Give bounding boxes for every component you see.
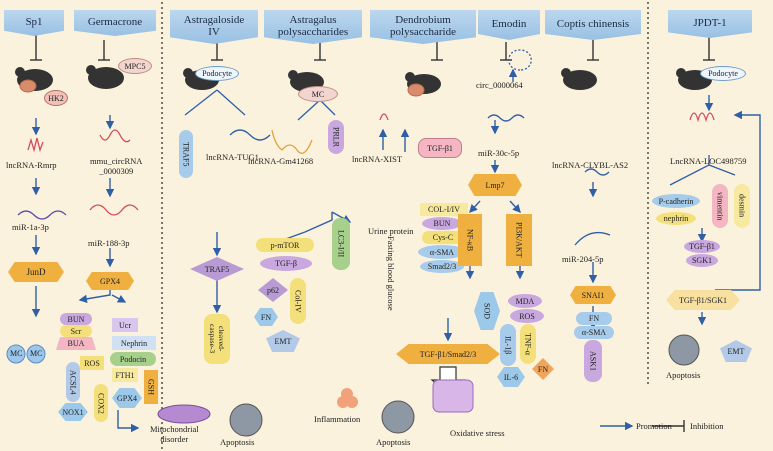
lc3-node: LC3-I/II: [332, 218, 350, 270]
alpha-sma-node-1: α-SMA: [418, 245, 466, 259]
tgf-sgk1-pathway-node: TGF-β1/SGK1: [666, 290, 740, 310]
mir-1a-label: miR-1a-3p: [12, 222, 49, 232]
bun-node-2: BUN: [422, 217, 462, 230]
lncrna-loc498759-label: LncRNA-LOC498759: [670, 156, 747, 166]
emt-node-1: EMT: [266, 330, 300, 352]
smad23-node: Smad2/3: [420, 260, 464, 273]
scr-node: Scr: [60, 325, 92, 337]
tgf-beta1-node-1: TGF-β1: [418, 138, 462, 158]
rna-icons: [17, 49, 715, 246]
vimentin-node: vimentin: [712, 184, 728, 228]
fn-node-2: FN: [532, 358, 554, 380]
oxidative-stress-label: Oxidative stress: [450, 428, 505, 438]
apoptosis-label-3: Apoptosis: [666, 370, 701, 380]
col-iv-node: Col-IV: [290, 278, 306, 324]
mc-node: MC: [298, 86, 338, 102]
acsl4-node: ACSL4: [66, 362, 80, 402]
apoptosis-label-1: Apoptosis: [220, 437, 255, 447]
mir-188-label: miR-188-3p: [88, 238, 130, 248]
mc-label-2: MC: [30, 349, 43, 358]
il-1b-node: IL-1β: [500, 324, 516, 366]
lncrna-tug1-label: lncRNA-TUG1: [206, 152, 259, 162]
nf-kb-node: NF-κB: [458, 214, 482, 266]
caspase3-node: cleaved- caspase-3: [204, 314, 230, 364]
header-jpdt: JPDT-1: [668, 10, 752, 38]
header-astragaloside: Astragaloside IV: [170, 10, 258, 44]
tgf-beta-node: TGF-β: [260, 256, 312, 271]
tnf-a-node: TNF-α: [520, 324, 536, 364]
il-6-node: IL-6: [497, 367, 525, 387]
gsh-node: GSH: [144, 370, 158, 404]
snai1-node: SNAI1: [570, 286, 616, 304]
tgf-beta1-node-2: TGF-β1: [684, 240, 720, 253]
fasting-glucose-label: Fasting blood glucose: [386, 236, 396, 311]
fn-node-1: FN: [254, 308, 278, 326]
ucr-node: Ucr: [112, 318, 138, 332]
mir-30c-label: miR-30c-5p: [478, 148, 520, 158]
podocyte-node-2: Podocyte: [700, 66, 746, 81]
inflammation-label: Inflammation: [314, 414, 361, 424]
header-astragalus-polysaccharides: Astragalus polysaccharides: [264, 10, 362, 44]
ask1-node: ASK1: [584, 340, 602, 382]
bun-node: BUN: [60, 313, 92, 325]
bua-node: BUA: [56, 337, 96, 350]
ros-node-2: ROS: [510, 309, 544, 323]
mpc5-node: MPC5: [118, 58, 152, 74]
emt-node-2: EMT: [720, 340, 752, 362]
legend-promotion: Promotion: [636, 421, 672, 431]
legend-inhibition: Inhibition: [690, 421, 724, 431]
cox2-node: COX2: [94, 384, 108, 422]
sgk1-node: SGK1: [686, 254, 718, 267]
mc-label-1: MC: [10, 349, 23, 358]
lncrna-gm41268-label: lncRNA-Gm41268: [248, 156, 314, 166]
nephrin-node: Nephrin: [112, 336, 156, 350]
ros-node: ROS: [80, 356, 104, 370]
nox1-node: NOX1: [58, 403, 88, 421]
cys-c-node: Cys-C: [422, 231, 464, 244]
circrna-label: mmu_circRNA _0000309: [90, 156, 143, 176]
lmp7-node: Lmp7: [468, 174, 522, 196]
gpx4-node: GPX4: [86, 272, 134, 290]
p-cadherin-node: P-cadherin: [652, 194, 700, 208]
traf5-vert: TRAF5: [179, 130, 193, 178]
lncrna-xist-label: lncRNA-XIST: [352, 154, 403, 164]
header-germacrone: Germacrone: [74, 10, 156, 36]
fn-node-3: FN: [576, 312, 612, 325]
lncrna-clybl-label: lncRNA-CLYBL-AS2: [552, 160, 629, 170]
fth1-node: FTH1: [112, 368, 138, 382]
mda-node: MDA: [508, 294, 542, 308]
header-dendrobium: Dendrobium polysaccharide: [370, 10, 476, 44]
tgf-smad-pathway-node: TGF-β1/Smad2/3: [396, 344, 500, 364]
hk2-node: HK2: [44, 90, 68, 106]
podocyte-node-1: Podocyte: [195, 66, 239, 81]
alpha-sma-node-2: α-SMA: [574, 326, 614, 339]
header-coptis: Coptis chinensis: [545, 10, 641, 40]
lncrna-rmrp-label: lncRNA-Rmrp: [6, 160, 57, 170]
header-emodin: Emodin: [478, 10, 540, 40]
header-sp1: Sp1: [4, 10, 64, 36]
urine-protein-label: Urine protein: [368, 226, 414, 236]
circ-0000064-label: circ_0000064: [476, 80, 523, 90]
desmin-node: desmin: [734, 184, 750, 228]
p-mtor-node: p-mTOR: [256, 238, 314, 252]
mir-204-label: miR-204-5p: [562, 254, 604, 264]
gpx4-hex: GPX4: [112, 388, 142, 408]
pi3k-akt-node: PI3K/AKT: [506, 214, 532, 266]
mitochondrial-disorder-label: Mitochondrial disorder: [150, 424, 199, 444]
cell-icons: [6, 334, 700, 437]
sod-node: SOD: [474, 292, 500, 330]
podocin-node: Podocin: [110, 352, 156, 366]
col-i-iv-node: COL-I/IV: [420, 203, 468, 216]
prlr-node: PRLR: [328, 120, 344, 154]
jund-node: JunD: [8, 262, 64, 282]
nephrin-node-2: nephrin: [656, 212, 696, 225]
apoptosis-label-2: Apoptosis: [376, 437, 411, 447]
